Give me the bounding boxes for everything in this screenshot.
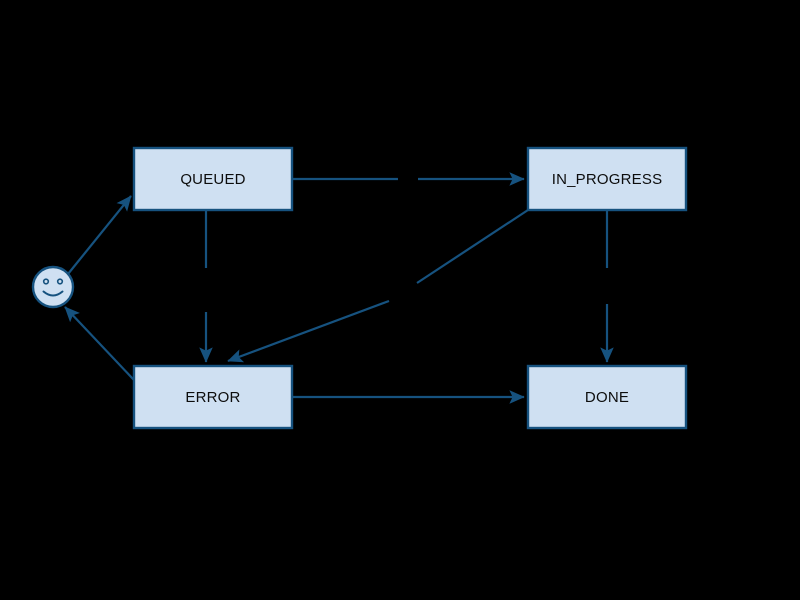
- node-in-progress-label: IN_PROGRESS: [552, 171, 663, 188]
- node-queued-box: [132, 146, 294, 212]
- node-queued[interactable]: QUEUED: [132, 146, 294, 212]
- node-error-box: [132, 364, 294, 430]
- edge-label-in-progress-to-error: fail: [394, 283, 412, 301]
- smiley-face-icon: [31, 265, 75, 309]
- smiley-right-eye-icon: [56, 278, 64, 285]
- edge-queued-to-error: fail: [199, 210, 213, 363]
- node-error-label: ERROR: [185, 389, 240, 406]
- node-in-progress[interactable]: IN_PROGRESS: [526, 146, 688, 212]
- smiley-mouth-icon: [42, 290, 64, 297]
- edge-start-to-queued: [67, 195, 132, 275]
- node-done[interactable]: DONE: [526, 364, 688, 430]
- edge-label-queued-to-in-progress: start: [397, 173, 418, 185]
- edge-in-progress-to-done: finish: [600, 210, 614, 363]
- node-error[interactable]: ERROR: [132, 364, 294, 430]
- node-queued-label: QUEUED: [180, 171, 245, 188]
- smiley-left-eye-icon: [42, 278, 50, 285]
- node-start[interactable]: [31, 265, 75, 309]
- node-done-label: DONE: [585, 389, 629, 406]
- node-done-box: [526, 364, 688, 430]
- node-in-progress-box: [526, 146, 688, 212]
- edge-label-queued-to-error: fail: [200, 283, 212, 297]
- edge-label-in-progress-to-done: finish: [601, 273, 613, 299]
- edge-queued-to-in-progress: start: [292, 172, 525, 186]
- edge-in-progress-to-error: fail: [227, 209, 529, 363]
